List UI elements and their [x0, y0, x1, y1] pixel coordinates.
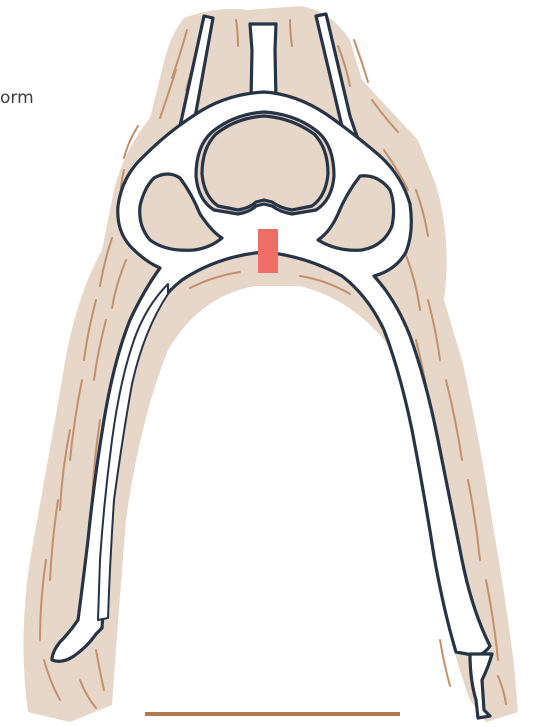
highlight-marker — [258, 229, 278, 273]
central-canal — [202, 116, 328, 210]
central-post — [250, 24, 276, 100]
